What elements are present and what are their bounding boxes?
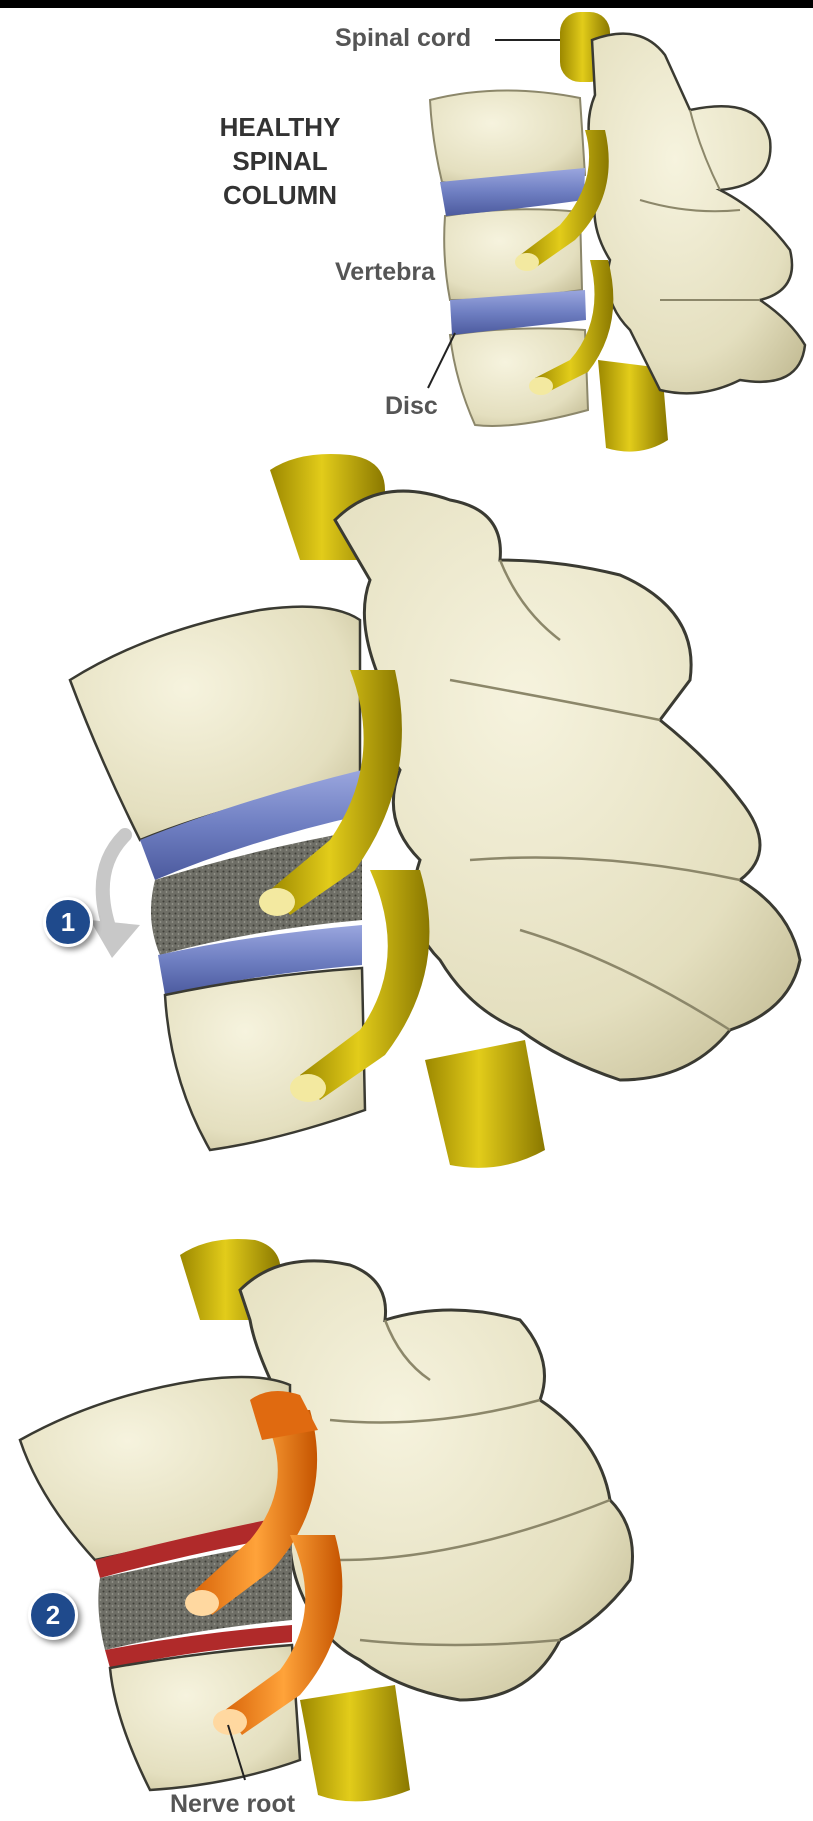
spinal-cord-label: Spinal cord <box>335 24 471 53</box>
step-2-badge: 2 <box>28 1590 78 1640</box>
vertebra-body-bottom-2 <box>110 1645 300 1790</box>
posterior-elements-top <box>589 34 805 394</box>
healthy-spinal-column-title: HEALTHY SPINAL COLUMN <box>200 110 360 212</box>
vertebra-label: Vertebra <box>335 258 435 287</box>
step-1-badge: 1 <box>43 897 93 947</box>
degenerated-spine <box>70 454 800 1168</box>
title-line-2: SPINAL <box>200 144 360 178</box>
disc-label: Disc <box>385 392 438 421</box>
compression-arrow <box>103 835 125 930</box>
title-line-1: HEALTHY <box>200 110 360 144</box>
spinal-cord-bottom-bottom <box>300 1685 410 1801</box>
inflamed-spine <box>20 1239 633 1801</box>
spinal-cord-middle-bottom <box>425 1040 545 1168</box>
nerve-root-label: Nerve root <box>170 1790 295 1819</box>
title-line-3: COLUMN <box>200 178 360 212</box>
vertebra-body-top-2 <box>444 209 582 300</box>
healthy-spine <box>428 12 805 452</box>
